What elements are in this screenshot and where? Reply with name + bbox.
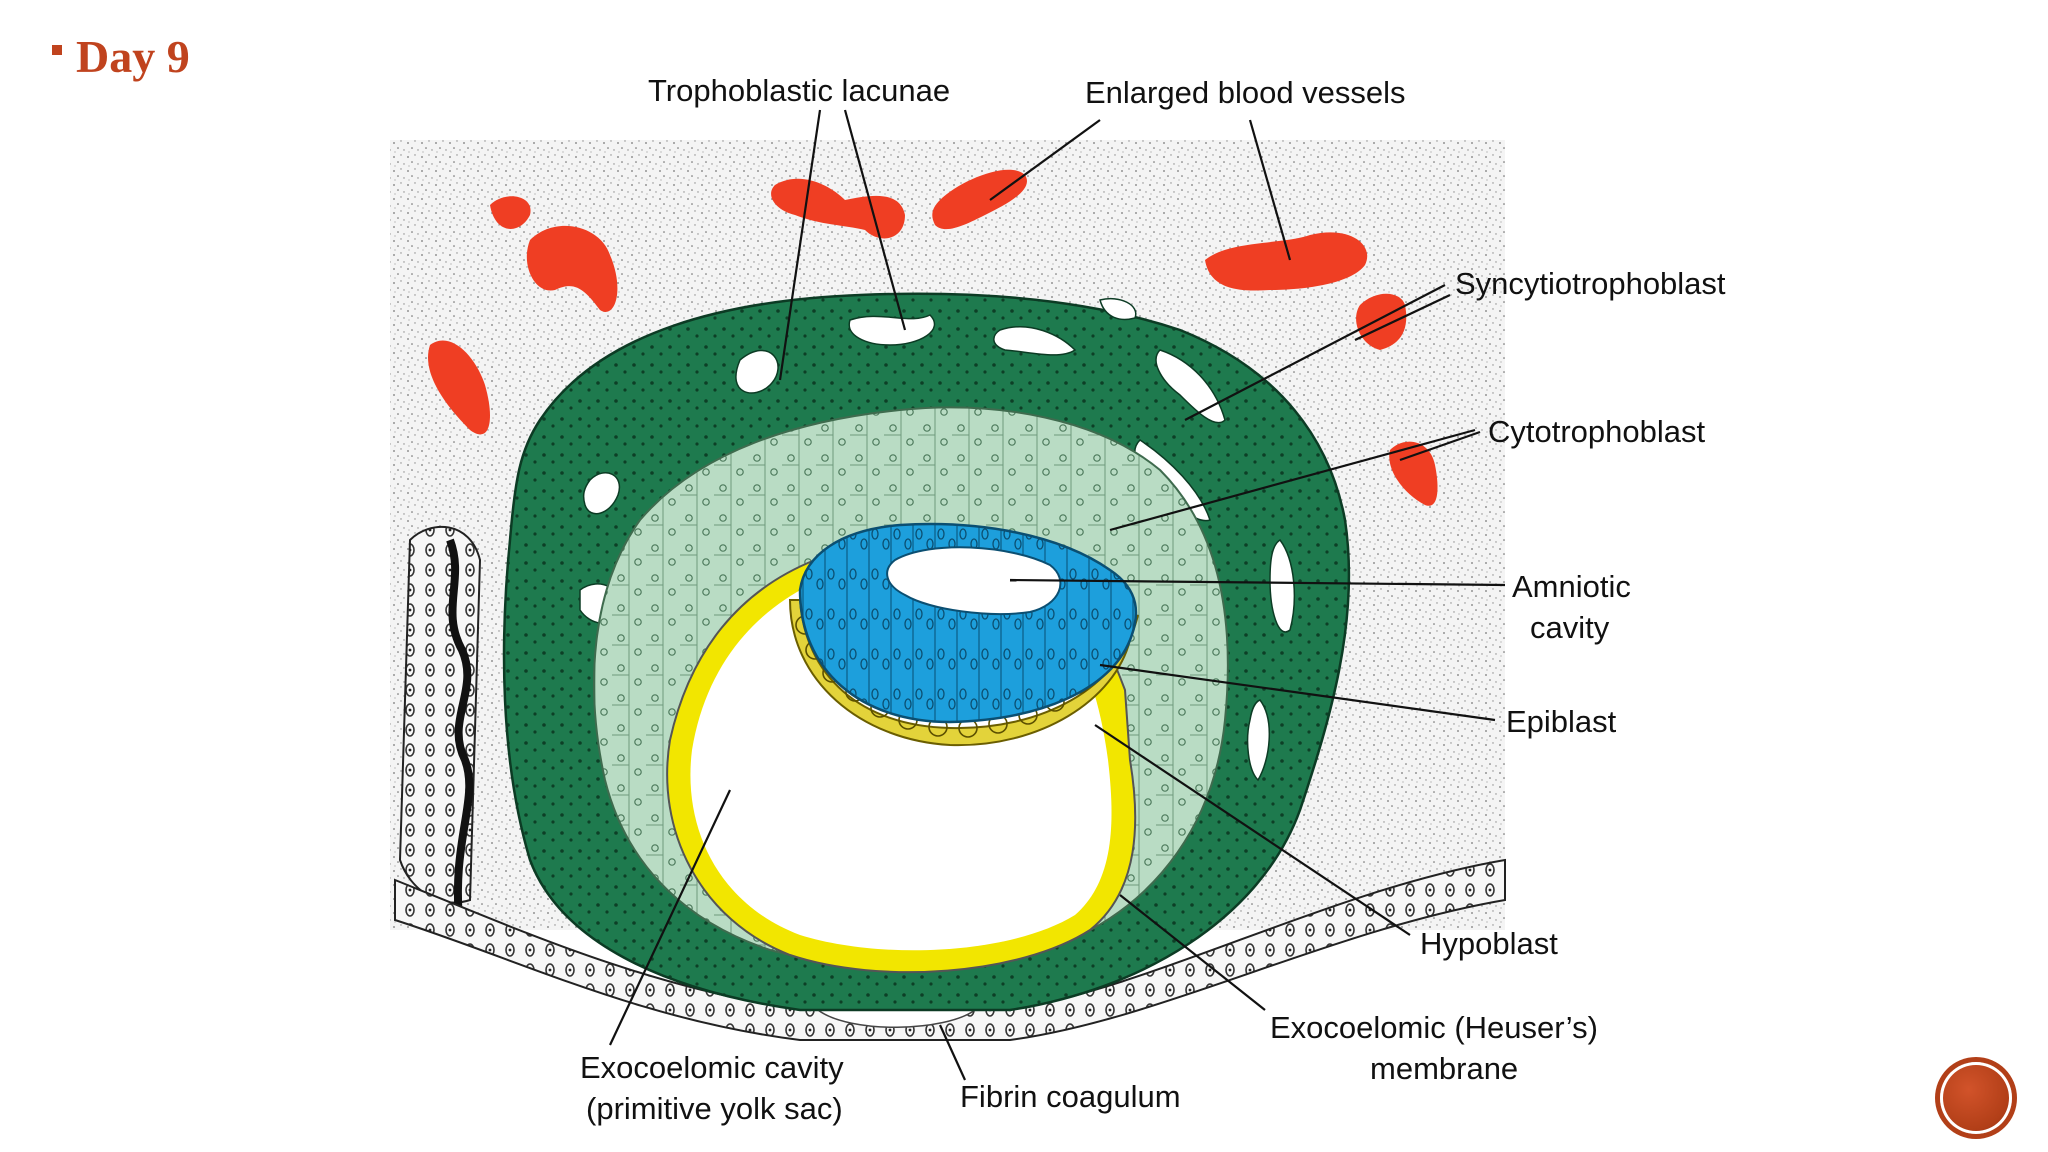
label-trophoblastic-lacunae: Trophoblastic lacunae	[648, 73, 950, 108]
label-amniotic-cavity-line2: cavity	[1530, 610, 1610, 645]
label-cytotrophoblast: Cytotrophoblast	[1488, 414, 1706, 449]
label-exocoelomic-membrane-line1: Exocoelomic (Heuser’s)	[1270, 1010, 1598, 1045]
label-exocoelomic-cavity-line2: (primitive yolk sac)	[586, 1091, 843, 1126]
page-title: Day 9	[76, 31, 190, 82]
enlarged-blood-vessels	[428, 169, 1438, 506]
label-amniotic-cavity-line1: Amniotic	[1512, 569, 1631, 604]
uterine-gland	[398, 526, 482, 904]
label-epiblast: Epiblast	[1506, 704, 1617, 739]
label-exocoelomic-membrane-line2: membrane	[1370, 1051, 1518, 1086]
label-syncytiotrophoblast: Syncytiotrophoblast	[1455, 266, 1726, 301]
circle-badge-icon	[1940, 1062, 2012, 1134]
hypoblast-layer	[788, 599, 1139, 747]
slide-title: Day 9	[52, 30, 190, 83]
gland-lumen	[446, 538, 474, 931]
amniotic-cavity	[886, 546, 1062, 615]
label-hypoblast: Hypoblast	[1420, 926, 1558, 961]
square-bullet-icon	[52, 44, 62, 55]
leader-lines	[609, 109, 1506, 1081]
label-enlarged-blood-vessels: Enlarged blood vessels	[1085, 75, 1406, 110]
surface-epithelium	[394, 858, 1506, 1041]
label-exocoelomic-cavity-line1: Exocoelomic cavity	[580, 1050, 844, 1085]
label-fibrin-coagulum: Fibrin coagulum	[960, 1079, 1181, 1114]
